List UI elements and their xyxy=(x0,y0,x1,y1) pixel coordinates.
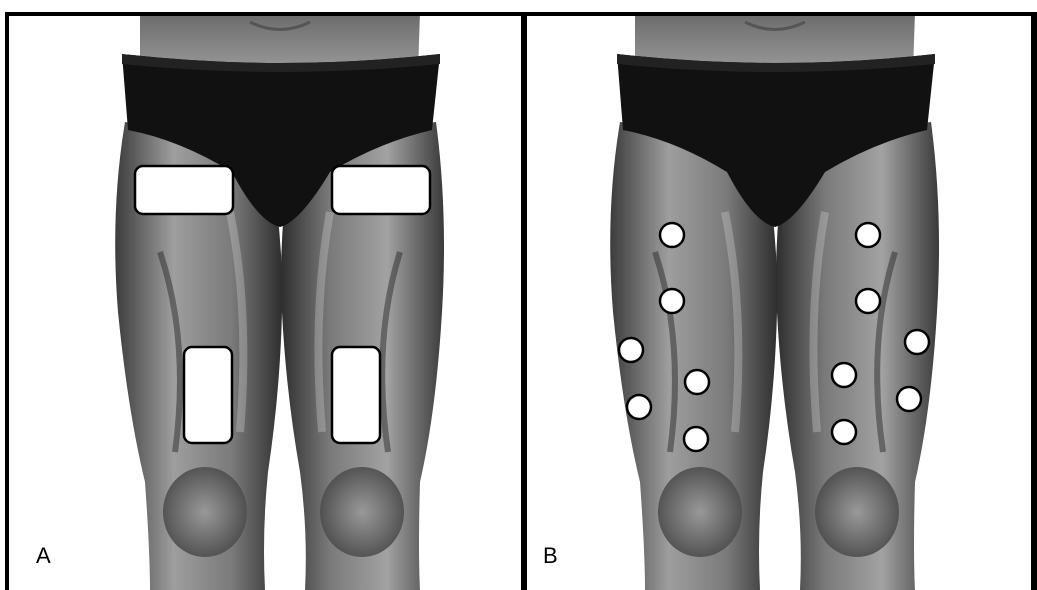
electrode-dot xyxy=(685,370,709,394)
electrode-rect-lower-right xyxy=(332,347,380,443)
panel-b xyxy=(610,12,939,590)
electrode-dot xyxy=(684,427,708,451)
panel-label-b: B xyxy=(543,543,558,569)
electrode-rect-upper-left xyxy=(135,166,233,214)
electrode-dot xyxy=(905,330,929,354)
electrode-dot xyxy=(832,363,856,387)
electrode-rect-lower-left xyxy=(184,347,232,443)
electrode-dot xyxy=(856,289,880,313)
electrode-dot xyxy=(660,223,684,247)
panel-a xyxy=(115,12,444,590)
electrode-dot xyxy=(660,289,684,313)
electrode-dot xyxy=(627,395,651,419)
electrode-dot xyxy=(832,420,856,444)
electrode-rect-upper-right xyxy=(332,166,430,214)
panel-label-a: A xyxy=(36,543,51,569)
electrode-dot xyxy=(619,338,643,362)
electrode-dot xyxy=(897,387,921,411)
electrode-dot xyxy=(856,223,880,247)
